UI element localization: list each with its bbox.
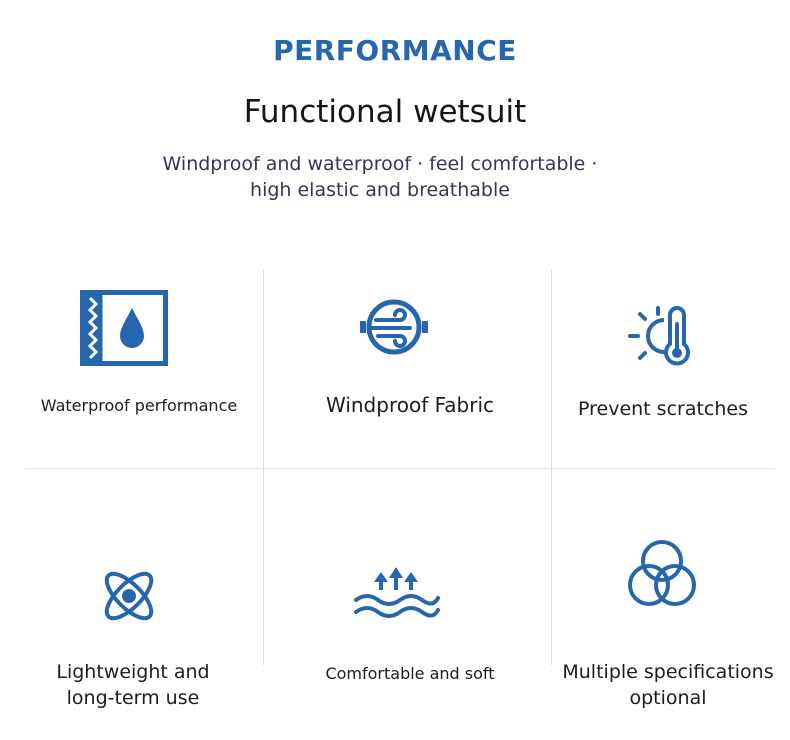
tagline: Windproof and waterproof · feel comforta… [0, 151, 760, 203]
product-title: Functional wetsuit [243, 94, 527, 130]
waterproof-icon [80, 290, 168, 366]
tagline-line-1: Windproof and waterproof · feel comforta… [162, 153, 598, 175]
feature-label: Multiple specifications optional [556, 659, 780, 711]
feature-label-line-1: Lightweight and [56, 661, 210, 683]
feature-label: Windproof Fabric [325, 393, 494, 417]
atom-icon [104, 571, 154, 621]
feature-label: Lightweight and long-term use [20, 659, 246, 711]
thermometer-sun-icon [628, 306, 690, 366]
divider-vertical-1 [263, 270, 264, 665]
feature-label: Comfortable and soft [325, 664, 495, 683]
overlapping-circles-icon [628, 540, 696, 606]
feature-label-line-2: optional [629, 687, 707, 709]
feature-label: Prevent scratches [578, 398, 748, 420]
feature-label-line-2: long-term use [66, 687, 200, 709]
waves-arrows-icon [354, 567, 440, 618]
feature-label: Waterproof performance [40, 396, 238, 415]
wind-icon [360, 299, 428, 355]
feature-label-line-1: Multiple specifications [562, 661, 774, 683]
heading: PERFORMANCE [273, 34, 517, 67]
divider-horizontal [25, 468, 775, 469]
divider-vertical-2 [551, 270, 552, 665]
tagline-line-2: high elastic and breathable [250, 179, 510, 201]
